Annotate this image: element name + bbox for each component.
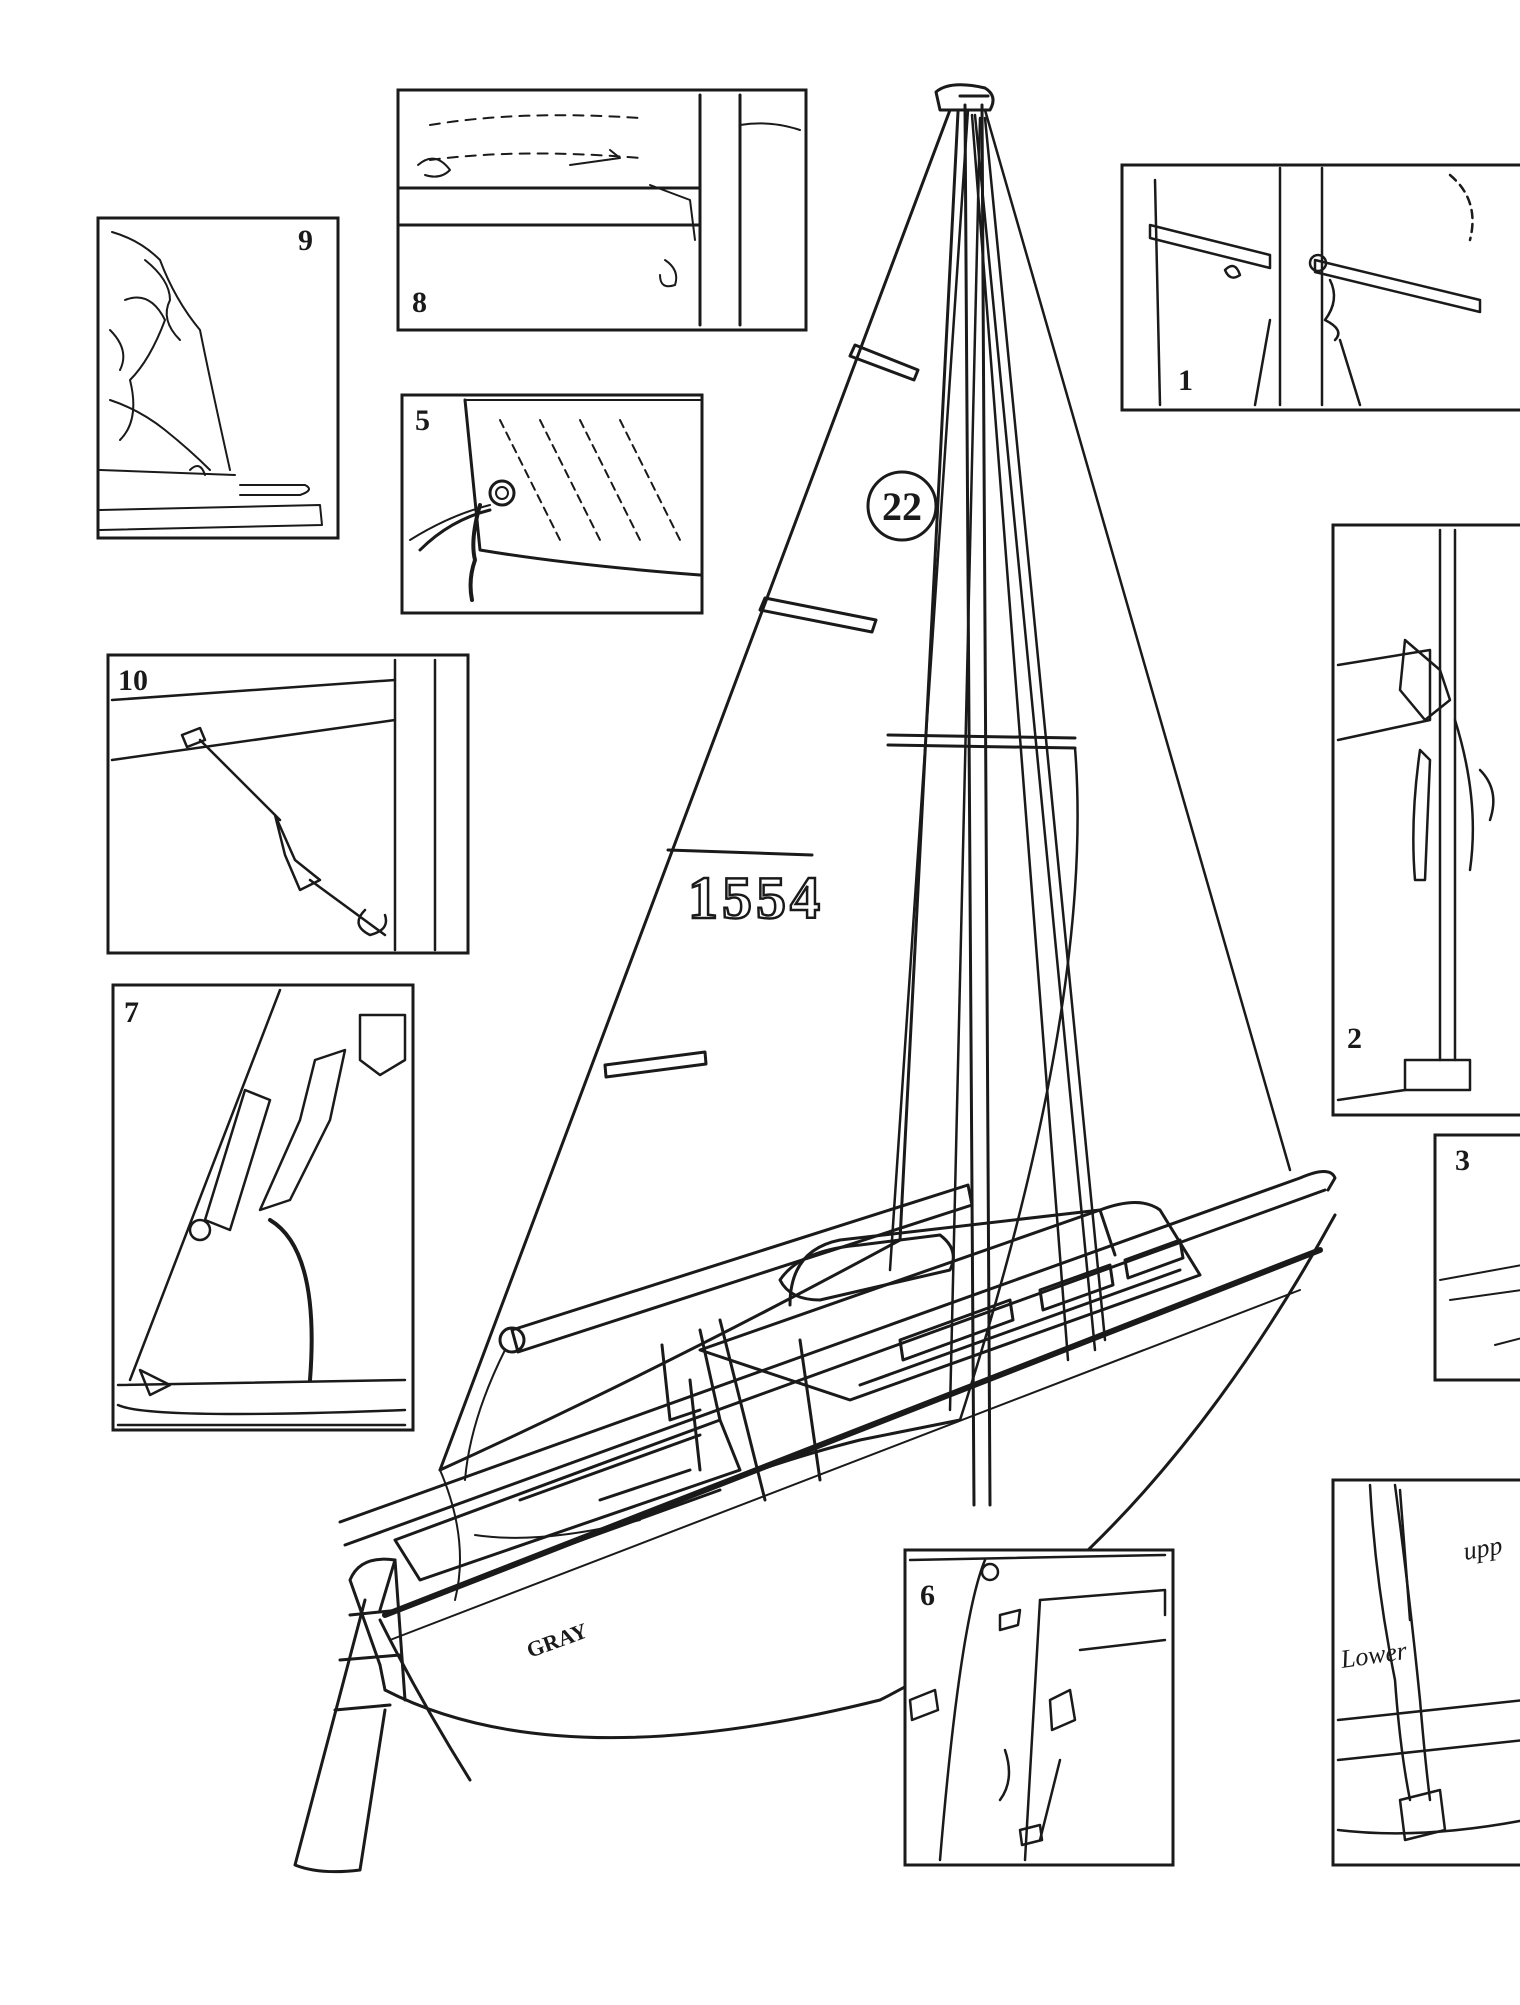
sailboat-illustration: 22 1554 [293,83,1337,1874]
rudder [293,1558,402,1874]
forward-hatch [778,1233,955,1302]
cabin-window [1038,1263,1115,1312]
detail-panel-10: 10 [106,653,470,955]
sail-number-underline [666,848,814,857]
class-number-insignia: 22 [866,470,938,542]
annotation-upper: upp [1461,1531,1504,1566]
cabin-window [1123,1238,1185,1280]
detail-panel-3: 3 [1433,1133,1520,1382]
detail-panel-8: 8 [396,88,808,332]
detail-panel-5: 5 [400,393,704,615]
detail-panel-shrouds: Lower upp [1331,1478,1520,1867]
cabin-window [898,1298,1015,1362]
class-number: 22 [882,484,922,529]
panel-number: 7 [124,996,139,1029]
detail-panel-7: 7 [111,983,415,1432]
sail-battens [603,343,920,1079]
boom [498,1183,974,1354]
detail-panel-1: 1 [1120,163,1520,412]
detail-panel-6: 6 [903,1548,1175,1867]
hull [338,1170,1337,1782]
panel-number: 3 [1455,1144,1470,1177]
panel-number: 2 [1347,1022,1362,1055]
cockpit [393,1318,962,1582]
mast [958,94,992,1507]
panel-number: 10 [118,664,148,697]
panel-number: 6 [920,1579,935,1612]
panel-number: 5 [415,404,430,437]
panel-number: 9 [298,224,313,257]
spreaders [886,733,1077,750]
hull-name: GRAY [523,1618,591,1663]
panel-number: 1 [1178,364,1193,397]
masthead [934,83,995,112]
sail-number: 1554 [688,865,824,931]
detail-panel-9: 9 [96,216,340,540]
panel-number: 8 [412,286,427,319]
standing-rigging [888,108,1292,1422]
cabin [698,1201,1202,1402]
detail-panel-2: 2 [1331,523,1520,1117]
running-rigging [439,1349,641,1601]
